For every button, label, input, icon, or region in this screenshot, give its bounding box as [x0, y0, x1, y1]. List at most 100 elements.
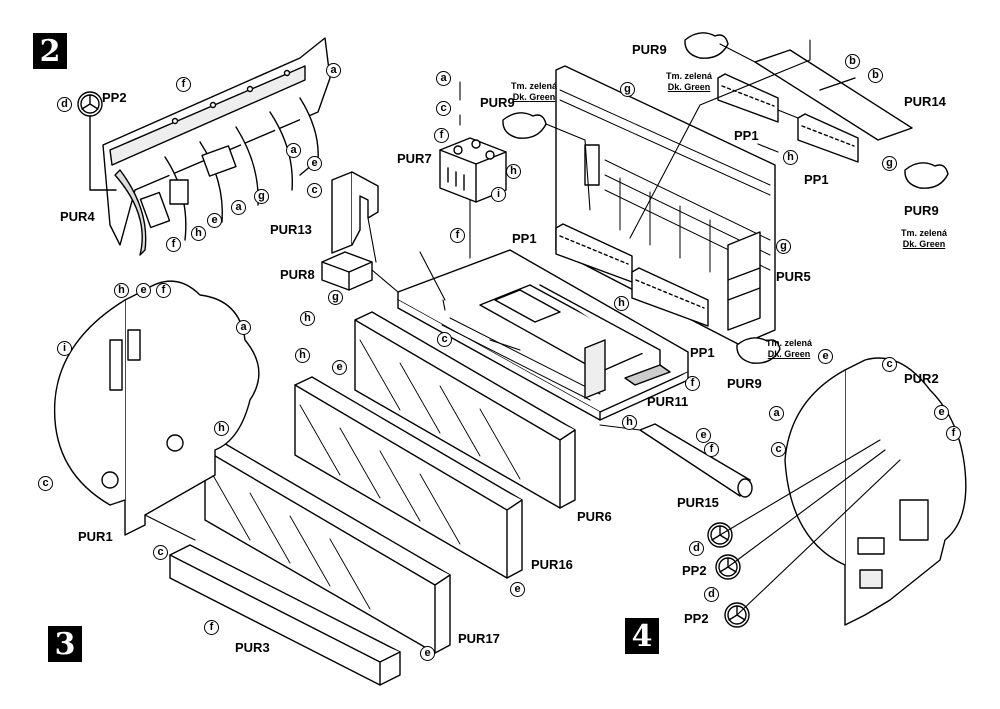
- callout-e: e: [420, 646, 435, 661]
- color-note-pur9-left: Tm. zelená Dk. Green: [511, 81, 557, 103]
- callout-f: f: [176, 77, 191, 92]
- callout-g: g: [620, 82, 635, 97]
- callout-g: g: [776, 239, 791, 254]
- label-pur15: PUR15: [677, 495, 719, 510]
- callout-h: h: [191, 226, 206, 241]
- callout-d: d: [689, 541, 704, 556]
- callout-g: g: [328, 290, 343, 305]
- callout-h: h: [114, 283, 129, 298]
- label-pp1-left: PP1: [512, 231, 537, 246]
- label-pp1-bottom: PP1: [690, 345, 715, 360]
- color-note-en: Dk. Green: [667, 82, 711, 92]
- label-pur17: PUR17: [458, 631, 500, 646]
- label-pur6: PUR6: [577, 509, 612, 524]
- callout-a: a: [769, 406, 784, 421]
- step-number-2: 2: [33, 33, 67, 69]
- callout-a: a: [236, 320, 251, 335]
- callout-f: f: [434, 128, 449, 143]
- callout-e: e: [934, 405, 949, 420]
- label-pur9-top: PUR9: [632, 42, 667, 57]
- color-note-pur9-bottom: Tm. zelená Dk. Green: [766, 338, 812, 360]
- color-note-en: Dk. Green: [512, 92, 556, 102]
- pur14-plates: [754, 49, 913, 141]
- callout-e: e: [510, 582, 525, 597]
- label-pp2-upper: PP2: [682, 563, 707, 578]
- callout-g: g: [882, 156, 897, 171]
- callout-b: b: [868, 68, 883, 83]
- label-pur1: PUR1: [78, 529, 113, 544]
- color-note-pur9-top: Tm. zelená Dk. Green: [666, 71, 712, 93]
- label-pur7: PUR7: [397, 151, 432, 166]
- pur9-figures: [502, 32, 949, 364]
- label-pur9-bottom: PUR9: [727, 376, 762, 391]
- step-number-4: 4: [625, 618, 659, 654]
- label-pur3: PUR3: [235, 640, 270, 655]
- callout-h: h: [295, 348, 310, 363]
- callout-e: e: [818, 349, 833, 364]
- callout-c: c: [771, 442, 786, 457]
- pur11-floor: [397, 249, 689, 421]
- callout-e: e: [332, 360, 347, 375]
- label-pp1-mid: PP1: [804, 172, 829, 187]
- callout-f: f: [156, 283, 171, 298]
- callout-a: a: [231, 200, 246, 215]
- callout-f: f: [204, 620, 219, 635]
- callout-c: c: [437, 332, 452, 347]
- label-pur8: PUR8: [280, 267, 315, 282]
- callout-f: f: [704, 442, 719, 457]
- callout-e: e: [307, 156, 322, 171]
- color-note-en: Dk. Green: [902, 239, 946, 249]
- callout-c: c: [436, 101, 451, 116]
- callout-i: i: [57, 341, 72, 356]
- callout-c: c: [307, 183, 322, 198]
- callout-e: e: [207, 213, 222, 228]
- label-pur11: PUR11: [647, 394, 689, 409]
- label-pur5: PUR5: [776, 269, 811, 284]
- step-number-3: 3: [48, 626, 82, 662]
- label-pp2-lower: PP2: [684, 611, 709, 626]
- pp2-wheel-step2: [77, 91, 117, 191]
- callout-d: d: [57, 97, 72, 112]
- label-pur14: PUR14: [904, 94, 946, 109]
- pur3-rail: [169, 544, 401, 686]
- pur7-box: [439, 137, 507, 203]
- callout-a: a: [436, 71, 451, 86]
- label-pur13: PUR13: [270, 222, 312, 237]
- label-pur2: PUR2: [904, 371, 939, 386]
- pur13-bracket: [331, 171, 379, 254]
- pur15-cylinder: [639, 423, 753, 498]
- color-note-cz: Tm. zelená: [766, 338, 813, 348]
- pur4-ceiling-panel: [102, 37, 331, 256]
- callout-h: h: [300, 311, 315, 326]
- color-note-cz: Tm. zelená: [901, 228, 948, 238]
- assembly-leader-lines: [144, 39, 901, 616]
- callout-f: f: [450, 228, 465, 243]
- callout-c: c: [882, 357, 897, 372]
- pur8-block: [321, 251, 373, 291]
- callout-h: h: [614, 296, 629, 311]
- callout-h: h: [783, 150, 798, 165]
- callout-h: h: [506, 164, 521, 179]
- label-pur16: PUR16: [531, 557, 573, 572]
- pp1-racks: [555, 73, 859, 327]
- callout-a: a: [326, 63, 341, 78]
- label-pp2-step2: PP2: [102, 90, 127, 105]
- label-pp1-top: PP1: [734, 128, 759, 143]
- callout-e: e: [696, 428, 711, 443]
- pur5-wall: [555, 65, 776, 346]
- callout-f: f: [685, 376, 700, 391]
- callout-e: e: [136, 283, 151, 298]
- callout-a: a: [286, 143, 301, 158]
- callout-h: h: [622, 415, 637, 430]
- pur2-end-wall: [784, 357, 967, 626]
- color-note-en: Dk. Green: [767, 349, 811, 359]
- callout-b: b: [845, 54, 860, 69]
- callout-c: c: [153, 545, 168, 560]
- callout-i: i: [491, 187, 506, 202]
- pp2-wheels-step4: [707, 522, 750, 628]
- color-note-cz: Tm. zelená: [511, 81, 558, 91]
- callout-g: g: [254, 189, 269, 204]
- color-note-pur9-right: Tm. zelená Dk. Green: [901, 228, 947, 250]
